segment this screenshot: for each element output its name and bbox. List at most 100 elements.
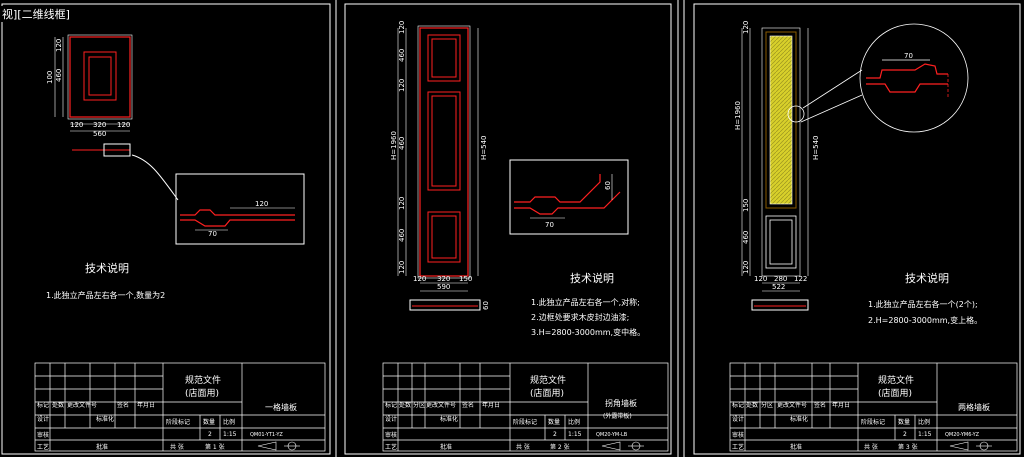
p3-projection-symbol: [949, 441, 992, 451]
panel-2-section: [409, 299, 481, 311]
p3-title-block: [729, 362, 1018, 452]
p1-tb-scale-label: 比例: [223, 418, 235, 426]
p1-tb-sheet: 第 1 张: [205, 443, 225, 451]
panel-3-dimensions: [741, 28, 809, 292]
p3-doc-title: 规范文件: [878, 374, 914, 386]
p2-tb-h1: 标记: [385, 401, 397, 409]
p1-tb-approve: 批准: [96, 443, 108, 451]
p1-dim-total: 560: [93, 130, 106, 138]
panel-3-detail-callout: [787, 23, 969, 133]
p3-tb-h6: 年月日: [832, 401, 850, 409]
p3-tb-qty: 2: [903, 431, 907, 438]
p2-tb-scale: 1:15: [568, 431, 582, 438]
p2-doc-sub: (店面用): [530, 387, 564, 399]
p3-note-1: 1.此独立产品左右各一个(2个);: [868, 299, 978, 309]
p3-tb-h4: 更改文件号: [777, 401, 807, 409]
p2-tb-h2: 处数: [399, 401, 411, 409]
p3-tb-craft: 工艺: [732, 443, 744, 451]
p1-note-1: 1.此独立产品左右各一个,数量为2: [46, 290, 165, 300]
p1-projection-symbol: [257, 441, 300, 451]
p2-dim-h-3: 120: [398, 79, 406, 92]
p3-dim-w-2: 280: [774, 275, 787, 283]
p2-dim-w-2: 320: [437, 275, 450, 283]
p2-title-block: [382, 362, 669, 452]
p2-dim-w-3: 150: [459, 275, 472, 283]
p1-doc-title: 规范文件: [185, 374, 221, 386]
p3-code: QM20-YM6-YZ: [945, 432, 980, 438]
p2-code: QM20-YM-LB: [596, 432, 628, 438]
p2-dim-h-4: 460: [398, 137, 406, 150]
p1-tb-total: 共 张: [170, 443, 184, 451]
panel-2: 120 460 120 460 120 460 120 H=1960 H=540…: [382, 21, 669, 452]
p3-tb-h5: 签名: [814, 401, 826, 409]
panel-3-section: [751, 299, 809, 311]
p2-note-3: 3.H=2800-3000mm,变中格。: [531, 327, 645, 337]
p3-dim-h-1: 120: [742, 21, 750, 34]
p3-tb-h2: 处数: [746, 401, 758, 409]
sheet-3-border: [693, 3, 1021, 455]
p3-tb-total: 共 张: [864, 443, 878, 451]
p2-tb-scale-label: 比例: [568, 418, 580, 426]
p1-title-block: [34, 362, 326, 452]
p3-dim-total: 522: [772, 283, 785, 291]
p2-height-label: H=1960: [390, 131, 398, 160]
p1-dim-w-3: 120: [117, 121, 130, 129]
p2-tb-h6: 年月日: [482, 401, 500, 409]
p2-side-dim: 60: [482, 301, 490, 310]
p3-dim-h-3: 460: [742, 231, 750, 244]
p3-tb-scale-label: 比例: [918, 418, 930, 426]
p3-tb-h3: 分区: [761, 401, 773, 409]
p2-dim-total: 590: [437, 283, 450, 291]
p2-tb-approve: 批准: [440, 443, 452, 451]
p1-tb-craft: 工艺: [37, 443, 49, 451]
p3-full-label: H=540: [812, 136, 820, 161]
p2-tech-title: 技术说明: [570, 271, 614, 285]
p2-tb-stage: 阶段标记: [513, 418, 537, 426]
p2-tb-qty-label: 数量: [548, 418, 560, 426]
p1-detail-dim-2: 70: [208, 230, 217, 238]
p2-product: 拐角墙板: [605, 398, 637, 408]
p1-tb-qty: 2: [208, 431, 212, 438]
p2-note-1: 1.此独立产品左右各一个,对称;: [531, 297, 640, 307]
p1-tb-standard: 标准化: [96, 415, 114, 423]
p3-dim-h-2: 150: [742, 199, 750, 212]
panel-2-detail: [509, 159, 629, 235]
panel-1-section: [72, 143, 179, 201]
p1-dim-h-2: 460: [55, 69, 63, 82]
p1-dim-h-3: 100: [46, 71, 54, 84]
p3-dim-w-3: 122: [794, 275, 807, 283]
p1-tb-h2: 处数: [52, 401, 64, 409]
p3-tech-title: 技术说明: [905, 271, 949, 285]
p2-dim-w-1: 120: [413, 275, 426, 283]
p2-tb-total: 共 张: [516, 443, 530, 451]
p2-tb-h3: 分区: [413, 401, 425, 409]
p2-tb-h4: 更改文件号: [426, 401, 456, 409]
p3-tb-audit: 审核: [732, 431, 744, 439]
p3-product: 两格墙板: [958, 402, 990, 412]
p2-doc-title: 规范文件: [530, 374, 566, 386]
p1-tb-scale: 1:15: [223, 431, 237, 438]
p2-dim-h-5: 120: [398, 197, 406, 210]
p2-dim-h-2: 460: [398, 49, 406, 62]
p2-tb-design: 设计: [385, 415, 397, 423]
panel-3-door-elevation: [761, 27, 801, 277]
p3-tb-sheet: 第 3 张: [898, 443, 918, 451]
p1-tb-audit: 审核: [37, 431, 49, 439]
p3-dim-h-4: 120: [742, 261, 750, 274]
p2-tb-sheet: 第 2 张: [550, 443, 570, 451]
p2-note-2: 2.边框处要求木皮封边油漆;: [531, 312, 629, 322]
p1-doc-sub: (店面用): [185, 387, 219, 399]
panel-2-dimensions: [397, 28, 479, 292]
p3-doc-sub: (店面用): [878, 387, 912, 399]
p2-dim-h-7: 120: [398, 261, 406, 274]
p3-tb-h1: 标记: [732, 401, 744, 409]
panel-2-door-elevation: [417, 25, 471, 279]
viewport-label[interactable]: 视][二维线框]: [0, 6, 72, 22]
panel-3: 120 150 460 120 H=1960 H=540 120 280 122…: [729, 21, 1018, 452]
p1-tb-h3: 更改文件号: [67, 401, 97, 409]
p1-tb-stage: 阶段标记: [166, 418, 190, 426]
p1-product: 一格墙板: [265, 402, 297, 412]
p1-tb-h4: 签名: [117, 401, 129, 409]
p3-tb-qty-label: 数量: [898, 418, 910, 426]
p1-dim-h-1: 120: [55, 39, 63, 52]
